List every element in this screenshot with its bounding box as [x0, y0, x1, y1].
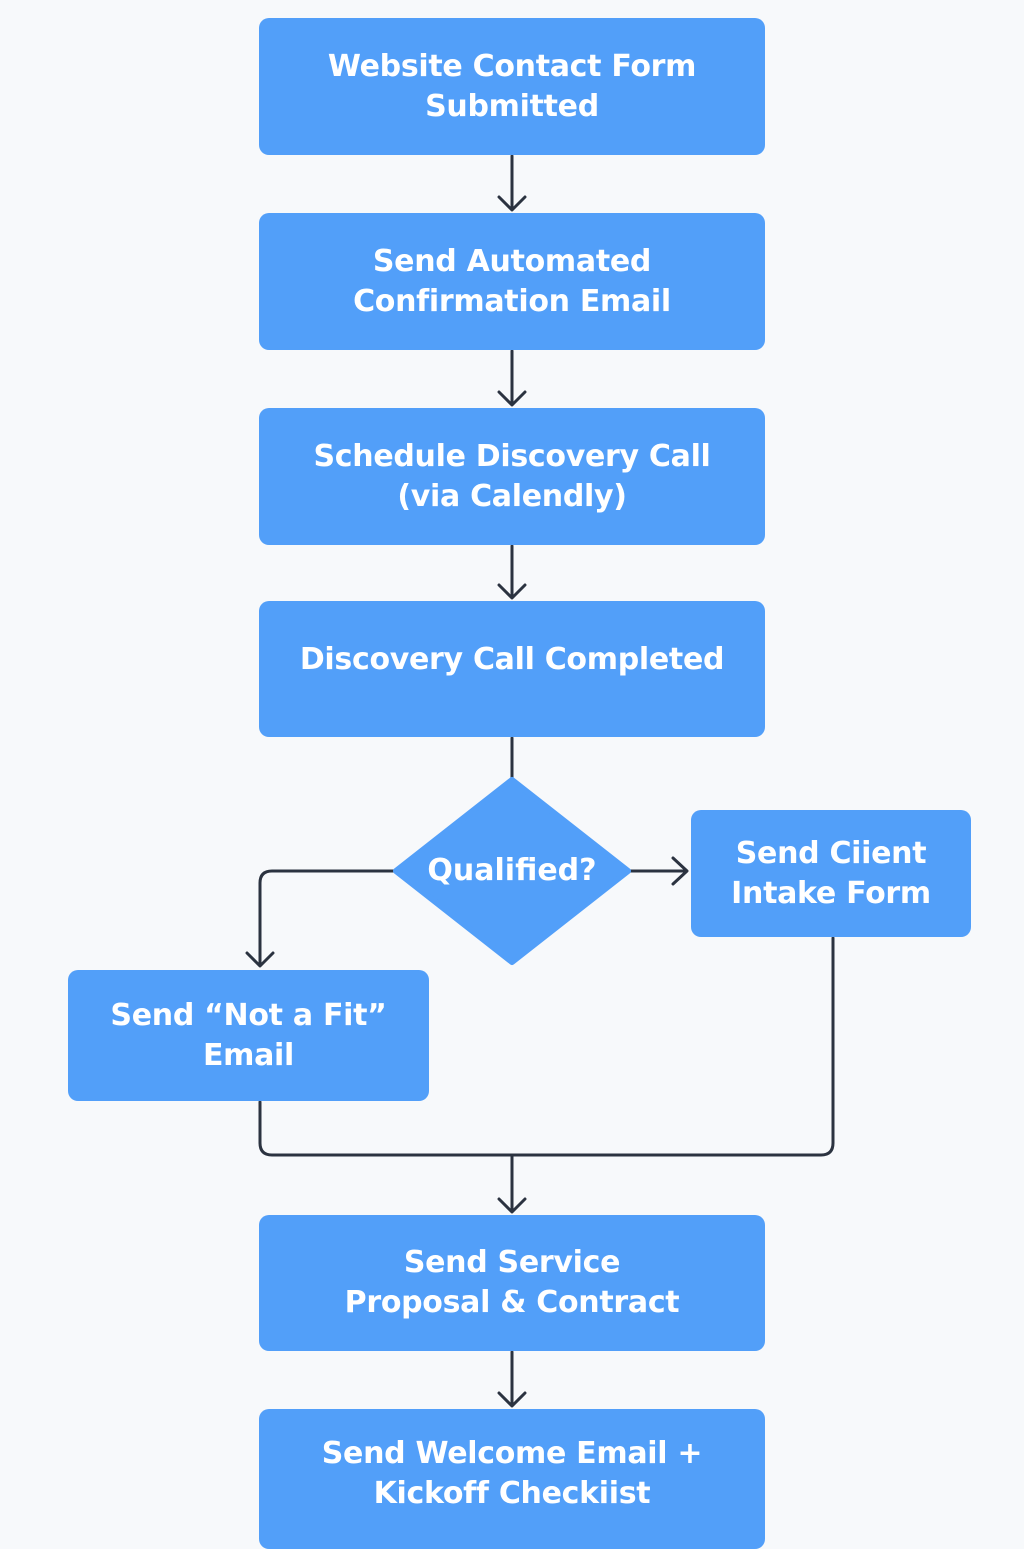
node-schedule-discovery-call: Schedule Discovery Call (via Calendly) — [259, 408, 765, 545]
node-label: Website Contact Form Submitted — [327, 47, 697, 127]
node-send-client-intake-form: Send Ciient Intake Form — [691, 810, 971, 937]
label-line-1: Send “Not a Fit” — [110, 997, 387, 1033]
arrowhead-schedule — [497, 390, 527, 407]
connector-not-a-fit-to-merge — [258, 1100, 514, 1157]
arrowhead-intake — [671, 856, 689, 886]
arrowhead-proposal — [497, 1197, 527, 1214]
node-send-automated-confirmation-email: Send Automated Confirmation Email — [259, 213, 765, 350]
connector-decision-to-not-a-fit — [258, 869, 398, 967]
node-label: Schedule Discovery Call (via Calendly) — [313, 437, 710, 517]
label-line-1: Send Ciient — [735, 835, 927, 871]
label-line-1: Send Welcome Email + — [321, 1436, 703, 1471]
arrowhead-completed — [497, 583, 527, 600]
node-label: Send “Not a Fit” Email — [110, 996, 386, 1076]
label-line-1: Website Contact Form — [327, 48, 697, 84]
label-line-2: Confirmation Email — [353, 283, 671, 319]
node-send-not-a-fit-email: Send “Not a Fit” Email — [68, 970, 429, 1101]
label-line-2: Kickoff Checkiist — [373, 1476, 651, 1511]
label-line-2: Intake Form — [731, 875, 931, 911]
node-label: Send Automated Confirmation Email — [353, 242, 671, 322]
node-label: Send Ciient Intake Form — [731, 834, 931, 914]
arrowhead-confirmation — [497, 195, 527, 212]
node-label: Send Service Proposal & Contract — [345, 1243, 680, 1323]
decision-qualified-label: Qualified? — [427, 853, 597, 888]
label-line-1: Schedule Discovery Call — [313, 438, 711, 474]
label-line-2: Proposal & Contract — [344, 1285, 680, 1320]
label-line-1: Send Automated — [372, 243, 652, 279]
label-line-2: Email — [202, 1037, 295, 1073]
node-label: Send Welcome Email + Kickoff Checkiist — [321, 1434, 703, 1514]
label-line-1: Discovery Call Completed — [299, 642, 725, 677]
connector-intake-to-merge — [510, 936, 835, 1157]
node-send-service-proposal-contract: Send Service Proposal & Contract — [259, 1215, 765, 1351]
label-line-1: Send Service — [403, 1245, 621, 1280]
arrowhead-welcome — [497, 1391, 527, 1408]
node-discovery-call-completed: Discovery Call Completed — [259, 601, 765, 737]
node-label: Discovery Call Completed — [299, 640, 725, 680]
node-send-welcome-email-kickoff-checklist: Send Welcome Email + Kickoff Checkiist — [259, 1409, 765, 1549]
node-website-contact-form-submitted: Website Contact Form Submitted — [259, 18, 765, 155]
arrowhead-not-a-fit — [245, 951, 275, 968]
label-line-2: (via Calendly) — [397, 478, 627, 514]
decision-diamond-shape — [393, 777, 631, 965]
label-line-2: Submitted — [425, 88, 599, 124]
